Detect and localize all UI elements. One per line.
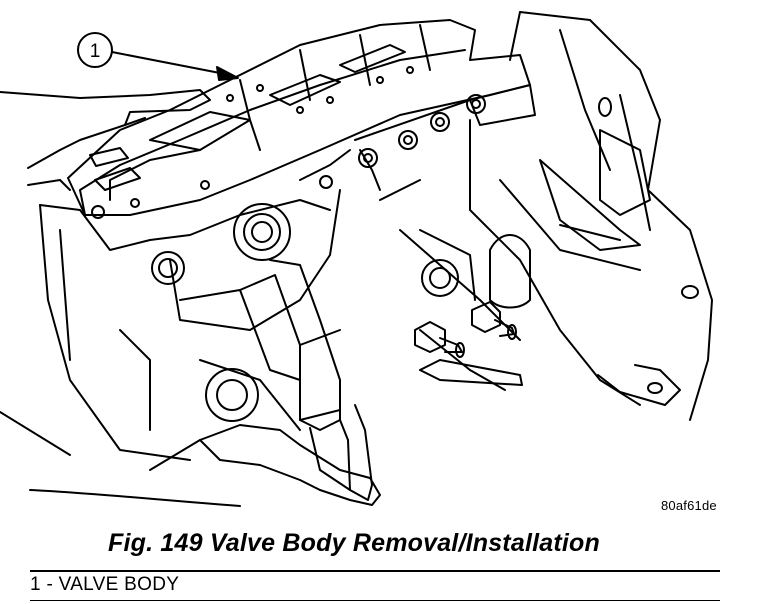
transmission-case: [379, 11, 713, 421]
callout-1-leader: [111, 51, 226, 75]
callout-1: 1: [77, 32, 239, 81]
legend-bottom-divider: [30, 600, 720, 601]
callout-1-arrowhead: [216, 66, 239, 81]
cooler-fittings: [414, 301, 523, 386]
right-hand: [0, 411, 381, 507]
manual-shaft: [179, 259, 373, 501]
left-hand: [0, 89, 211, 191]
legend-item: 1 - VALVE BODY: [30, 574, 180, 595]
retaining-bolts: [319, 94, 486, 191]
valve-body-illustration: 1: [0, 11, 713, 507]
figure-code: 80af61de: [661, 498, 717, 513]
figure-caption: Fig. 149 Valve Body Removal/Installation: [108, 529, 600, 557]
valve-body: [67, 19, 536, 219]
case-body: [39, 189, 476, 461]
callout-1-number: 1: [90, 41, 101, 62]
legend-divider: [30, 570, 720, 572]
